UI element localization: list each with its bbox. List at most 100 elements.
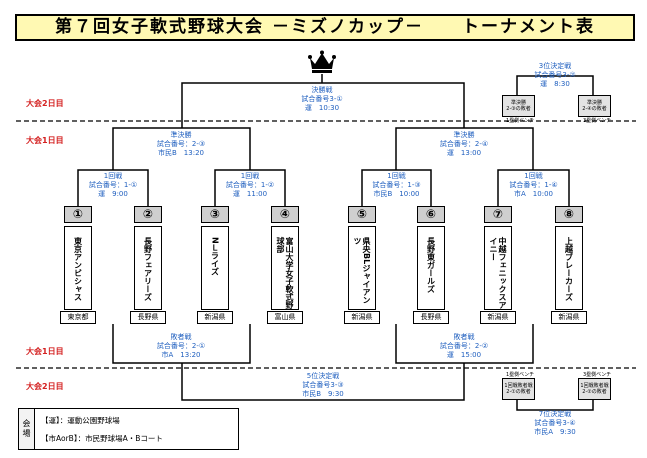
r1-game-2-line1: 1回戦 [240,172,260,180]
r1-game-2: 1回戦 試合番号：1-② 運 11:00 [215,172,285,199]
loser-left-line3: 市A 13:20 [161,351,201,359]
third-place-line3: 運 8:30 [540,80,570,88]
team-number: ③ [201,206,229,223]
loser-left-line2: 試合番号：2-① [156,342,206,350]
bench-label: 1塁側ベンチ [506,372,535,378]
semi-right-info: 準決勝 試合番号：2-④ 運 13:00 [414,131,514,158]
team-prefecture: 東京都 [60,311,96,324]
third-place-info: 3位決定戦 試合番号3-② 運 8:30 [525,62,585,89]
final-line2: 試合番号3-① [301,95,343,103]
semi-right-line1: 準決勝 [453,131,475,139]
team-name: 長野フェアリーズ [143,237,153,301]
r1-game-4: 1回戦 試合番号：1-④ 市A 10:00 [498,172,569,199]
seventh-place-left-box: 1回戦敗者戦 2-①の敗者 [502,378,535,400]
semi-left-line2: 試合番号：2-③ [156,140,206,148]
semi-right-line3: 運 13:00 [446,149,482,157]
team-prefecture: 長野県 [413,311,449,324]
semi-left-info: 準決勝 試合番号：2-③ 市民B 13:20 [131,131,231,158]
team-name: 東京アンビシャス [73,237,83,301]
loser-right-line3: 運 15:00 [446,351,482,359]
team-number: ⑧ [555,206,583,223]
r1-game-2-line2: 試合番号：1-② [225,181,275,189]
day-label: 大会1日目 [26,347,64,356]
team-name: 中越フェニックスアイニー [489,237,507,309]
team-name: NＬライズ [210,237,220,276]
r1-game-1-line2: 試合番号：1-① [88,181,138,189]
day-label: 大会2日目 [26,99,64,108]
team-prefecture: 富山県 [267,311,303,324]
semi-left-line3: 市民B 13:20 [158,149,204,157]
semi-right-line2: 試合番号：2-④ [439,140,489,148]
team-number: ① [64,206,92,223]
loser-right-line2: 試合番号：2-② [439,342,489,350]
page-title: 第７回女子軟式野球大会 －ミズノカップ－ トーナメント表 [15,14,635,41]
third-place-line1: 3位決定戦 [538,62,572,70]
team-name-box: 県央BLジャイアンツ [348,226,376,310]
team-prefecture: 新潟県 [344,311,380,324]
loser-right-line1: 敗者戦 [453,333,475,341]
crown-icon [308,50,336,73]
team-name: 富山大学女子軟式野球部 [276,237,294,309]
r1-game-4-line2: 試合番号：1-④ [509,181,558,189]
team-prefecture: 新潟県 [480,311,516,324]
team-prefecture: 新潟県 [551,311,587,324]
r1-game-4-line3: 市A 10:00 [514,190,553,198]
team-name: 長野東ガールズ [426,237,436,293]
seventh-place-right-box: 1回戦敗者戦 2-②の敗者 [578,378,611,400]
fifth-place-line2: 試合番号3-③ [302,381,344,389]
r1-game-3-line2: 試合番号：1-③ [372,181,421,189]
r1-game-3-line3: 市民B 10:00 [373,190,420,198]
semi-left-line1: 準決勝 [170,131,192,139]
fifth-place-line3: 市民B 9:30 [302,390,344,398]
r1-game-1: 1回戦 試合番号：1-① 運 9:00 [78,172,148,199]
bench-label: 3塁側ベンチ [583,372,612,378]
final-line1: 決勝戦 [311,86,333,94]
team-name-box: 富山大学女子軟式野球部 [271,226,299,310]
team-name-box: 中越フェニックスアイニー [484,226,512,310]
seventh-place-line2: 試合番号3-④ [534,419,576,427]
loser-left-line1: 敗者戦 [170,333,192,341]
r1-game-4-line1: 1回戦 [524,172,543,180]
team-name-box: NＬライズ [201,226,229,310]
third-place-line2: 試合番号3-② [534,71,576,79]
seventh-place-line1: 7位決定戦 [538,410,572,418]
third-place-right-box: 準決勝 2-④の敗者 [578,95,611,117]
venue-legend: 会場 【運】：運動公園野球場 【市AorB】：市民野球場A・Bコート [18,408,239,450]
team-number: ② [134,206,162,223]
final-line3: 運 10:30 [304,104,340,112]
team-number: ⑦ [484,206,512,223]
r1-game-1-line3: 運 9:00 [98,190,128,198]
fifth-place-info: 5位決定戦 試合番号3-③ 市民B 9:30 [273,372,373,399]
team-number: ⑥ [417,206,445,223]
fifth-place-line1: 5位決定戦 [306,372,340,380]
bench-label: 3塁側ベンチ [583,118,612,124]
venue-label: 会場 [19,409,35,449]
team-number: ⑤ [348,206,376,223]
team-prefecture: 長野県 [130,311,166,324]
team-name-box: 東京アンビシャス [64,226,92,310]
team-number: ④ [271,206,299,223]
team-name-box: 長野フェアリーズ [134,226,162,310]
team-prefecture: 新潟県 [197,311,233,324]
day-label: 大会2日目 [26,382,64,391]
seventh-place-line3: 市民A 9:30 [534,428,576,436]
final-info: 決勝戦 試合番号3-① 運 10:30 [272,86,372,113]
loser-left-info: 敗者戦 試合番号：2-① 市A 13:20 [131,333,231,360]
team-name-box: 長野東ガールズ [417,226,445,310]
r1-game-2-line3: 運 11:00 [232,190,268,198]
day-label: 大会1日目 [26,136,64,145]
loser-right-info: 敗者戦 試合番号：2-② 運 15:00 [414,333,514,360]
venue-row-2: 【市AorB】：市民野球場A・Bコート [41,434,163,443]
bench-label: 1塁側ベンチ [506,118,535,124]
r1-game-1-line1: 1回戦 [103,172,123,180]
team-name: 県央BLジャイアンツ [353,237,371,305]
venue-row-1: 【運】：運動公園野球場 [41,416,120,425]
team-name-box: 上越ブレーカーズ [555,226,583,310]
third-place-left-box: 準決勝 2-③の敗者 [502,95,535,117]
r1-game-3: 1回戦 試合番号：1-③ 市民B 10:00 [362,172,431,199]
seventh-place-info: 7位決定戦 試合番号3-④ 市民A 9:30 [525,410,585,437]
team-name: 上越ブレーカーズ [564,237,574,301]
r1-game-3-line1: 1回戦 [387,172,406,180]
